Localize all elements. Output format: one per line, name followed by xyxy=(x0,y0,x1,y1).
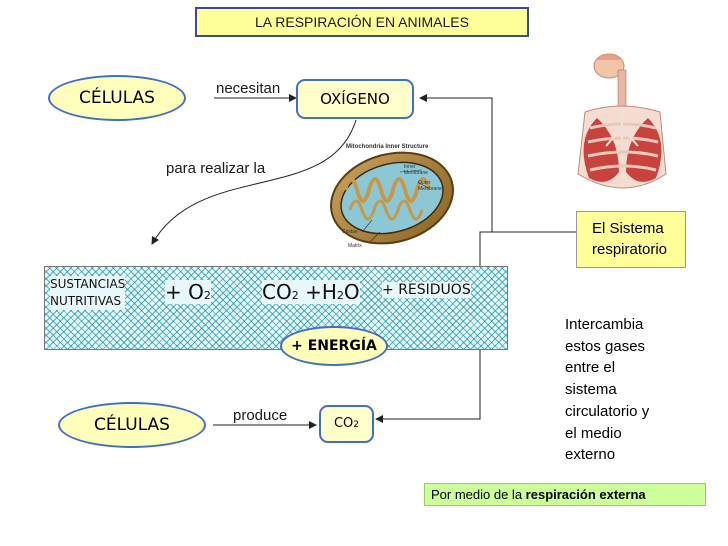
needs-label: necesitan xyxy=(216,80,281,97)
description-line: circulatorio y xyxy=(565,402,650,420)
description-line: estos gases xyxy=(565,337,646,355)
oxygen-box: OXÍGENO xyxy=(296,79,414,119)
nutrients-line2: NUTRITIVAS xyxy=(50,294,122,308)
footer-prefix: Por medio de la xyxy=(431,487,526,502)
arrow-to-band xyxy=(151,119,357,245)
respiratory-system-illustration xyxy=(577,53,667,189)
description-line: externo xyxy=(565,446,616,464)
nutrients-line1: SUSTANCIAS xyxy=(50,277,126,291)
produce-label: produce xyxy=(233,407,288,424)
description-line: el medio xyxy=(565,424,622,442)
mitochondria-illustration xyxy=(330,151,454,245)
co2-box: CO2 xyxy=(319,405,374,443)
energy-oval: + ENERGÍA xyxy=(280,326,388,366)
description-line: entre el xyxy=(565,359,616,377)
respiratory-system-line1: El Sistema xyxy=(592,220,664,237)
external-respiration-note: Por medio de la respiración externa xyxy=(424,483,706,506)
nutrients-label: SUSTANCIAS NUTRITIVAS xyxy=(50,276,126,310)
description-line: sistema xyxy=(565,381,617,399)
page-title: LA RESPIRACIÓN EN ANIMALES xyxy=(195,7,529,37)
respiratory-system-box: El Sistema respiratorio xyxy=(576,211,686,268)
cells-oval-bottom: CÉLULAS xyxy=(58,402,206,448)
mito-title: Mitochondria Inner Structure xyxy=(346,144,429,150)
o2-term: + O2 xyxy=(165,280,211,304)
description-line: Intercambia xyxy=(565,316,644,333)
respiratory-system-line2: respiratorio xyxy=(592,241,668,258)
footer-bold: respiración externa xyxy=(525,487,646,502)
for-performing-label: para realizar la xyxy=(166,160,266,177)
exchange-description: Intercambia estos gases entre el sistema… xyxy=(565,314,715,466)
mito-matrix-label: Matrix xyxy=(348,243,362,249)
mito-cristae-label: Cristae xyxy=(342,229,358,235)
cells-oval-top: CÉLULAS xyxy=(48,75,186,121)
co2-term: CO2 +H2O xyxy=(262,280,360,304)
waste-term: + RESIDUOS xyxy=(382,282,471,298)
